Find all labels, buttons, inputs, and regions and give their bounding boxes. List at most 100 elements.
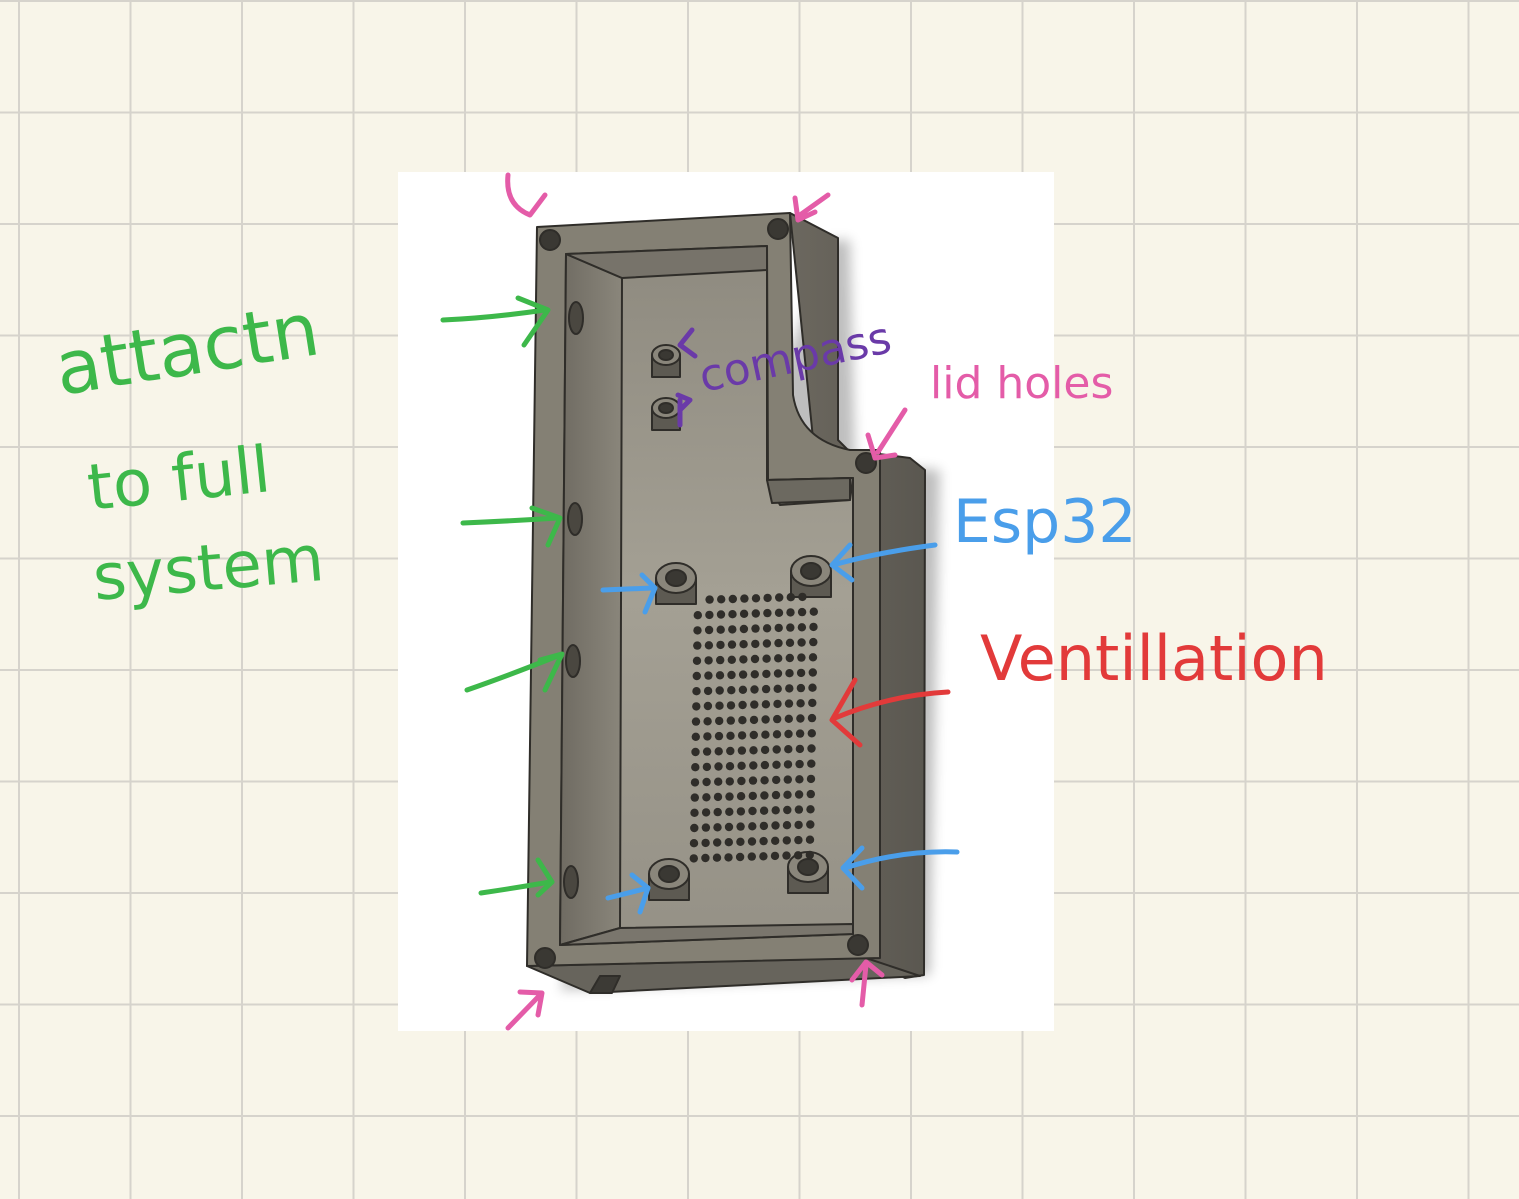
vent-hole (716, 655, 725, 665)
vent-hole (762, 669, 771, 679)
vent-hole (774, 623, 783, 633)
vent-hole (774, 654, 783, 663)
vent-hole (759, 836, 768, 846)
vent-hole (749, 761, 758, 770)
vent-hole (725, 777, 734, 786)
vent-hole (714, 777, 723, 786)
vent-hole (728, 625, 737, 634)
attach-hole (565, 644, 581, 678)
vent-hole (761, 715, 770, 724)
vent-hole (717, 595, 726, 604)
vent-hole (726, 701, 736, 710)
vent-hole (737, 761, 746, 770)
vent-hole (806, 774, 816, 784)
vent-hole (727, 686, 736, 695)
vent-hole (701, 823, 711, 832)
vent-hole (805, 850, 814, 860)
vent-hole (738, 670, 748, 679)
vent-hole (748, 791, 757, 801)
vent-hole (727, 655, 736, 664)
vent-hole (762, 624, 772, 633)
vent-hole (762, 654, 771, 663)
vent-hole (690, 793, 699, 802)
vent-hole (714, 762, 723, 771)
vent-hole (690, 808, 699, 817)
vent-hole (749, 715, 759, 725)
esp32-arrow-bottom-right-head (840, 845, 865, 891)
vent-hole (771, 836, 780, 845)
vent-hole (727, 640, 737, 649)
vent-hole (783, 775, 792, 784)
vent-hole (808, 668, 817, 677)
esp32-arrow-bottom-right (842, 849, 960, 871)
esp32-arrow-top-right-head (829, 542, 855, 583)
lid-hole (767, 218, 789, 240)
vent-hole (783, 790, 792, 799)
vent-hole (705, 610, 714, 620)
vent-hole (736, 792, 746, 801)
attach-arrow-1-head (515, 295, 551, 348)
vent-hole (692, 671, 701, 681)
lid-arrow-top-right (792, 192, 831, 223)
vent-hole (794, 805, 804, 814)
vent-hole (751, 624, 760, 633)
vent-hole (783, 805, 792, 815)
vent-hole (795, 729, 805, 738)
vent-hole (794, 820, 803, 830)
vent-hole (796, 699, 805, 708)
vent-hole (691, 717, 701, 726)
vent-hole (795, 744, 805, 754)
vent-hole (807, 759, 816, 768)
vent-hole (750, 654, 760, 664)
vent-hole (692, 656, 702, 665)
vent-hole (808, 698, 817, 708)
vent-hole (808, 653, 818, 662)
ventilation-grid (689, 592, 818, 863)
vent-hole (797, 638, 806, 647)
vent-hole (773, 684, 782, 693)
esp32-arrow-bottom-left (605, 885, 651, 901)
vent-hole (690, 823, 699, 833)
attach-label-line1: attactn (49, 286, 325, 412)
vent-hole (716, 625, 725, 634)
lid-hole (847, 934, 869, 956)
vent-hole (749, 746, 758, 755)
vent-hole (701, 853, 710, 863)
vent-hole (796, 714, 805, 723)
ventilation-arrow (832, 689, 951, 721)
vent-hole (797, 607, 807, 617)
lid-arrow-right (865, 407, 908, 461)
vent-hole (793, 851, 803, 860)
compass-arrow-1 (677, 327, 698, 359)
vent-hole (763, 593, 772, 603)
vent-hole (807, 729, 816, 738)
lid-hole (539, 229, 561, 251)
vent-hole (740, 594, 749, 603)
vent-hole (692, 687, 701, 696)
attach-arrow-3-head (537, 651, 565, 693)
vent-hole (808, 683, 817, 692)
vent-hole (784, 714, 793, 723)
vent-hole (749, 730, 758, 740)
vent-hole (726, 731, 735, 740)
vent-hole (693, 626, 702, 635)
vent-hole (762, 639, 772, 648)
vent-hole (797, 623, 807, 632)
vent-hole (805, 835, 815, 844)
attach-label-line2: to full (84, 433, 274, 526)
vent-hole (771, 790, 781, 800)
attachment-holes (563, 301, 584, 899)
vent-hole (761, 730, 770, 739)
vent-hole (759, 852, 768, 861)
vent-hole (761, 700, 771, 709)
vent-hole (703, 701, 713, 711)
vent-hole (713, 838, 722, 847)
vent-hole (691, 732, 700, 741)
attach-arrow-1 (440, 307, 548, 323)
vent-hole (701, 838, 710, 848)
vent-hole (739, 609, 749, 618)
vent-hole (739, 624, 749, 634)
ventilation-label: Ventillation (980, 622, 1328, 695)
model-step-face (766, 477, 851, 504)
vent-hole (704, 625, 714, 635)
